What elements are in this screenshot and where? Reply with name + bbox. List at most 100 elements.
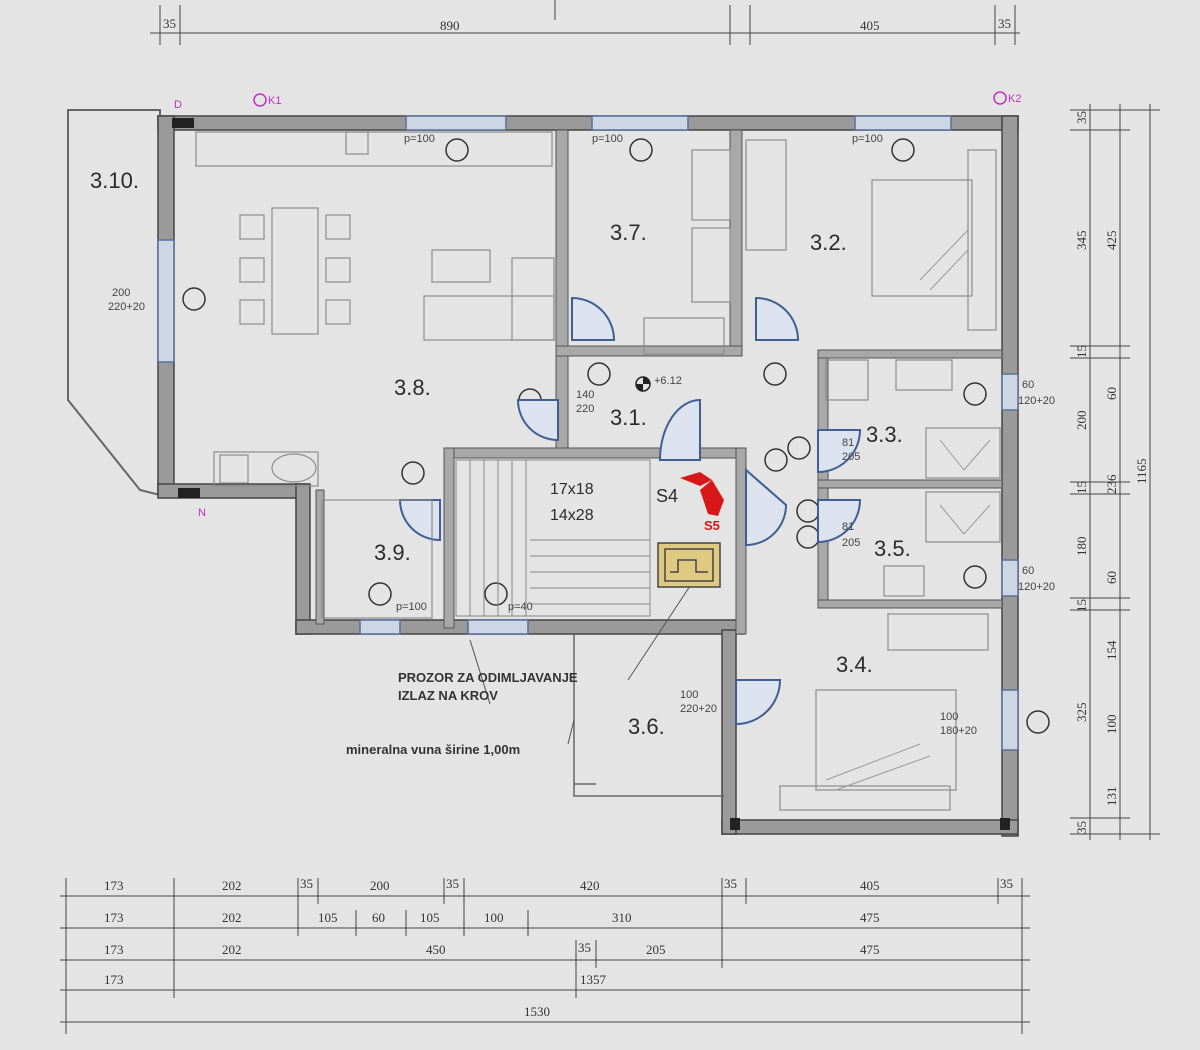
bottom-row2-5: 100 (484, 910, 504, 925)
bottom-row5-0: 1530 (524, 1004, 550, 1019)
right-dim-35b: 35 (1074, 821, 1089, 834)
bottom-row1-3: 200 (370, 878, 390, 893)
bottom-row3-1: 202 (222, 942, 242, 957)
right-dim-154: 154 (1104, 640, 1119, 660)
right-dim-131: 131 (1104, 787, 1119, 807)
note-roof-exit: IZLAZ NA KROV (398, 688, 498, 703)
right-dim-labels: 35 345 15 200 15 180 15 325 35 425 60 23… (1074, 111, 1149, 834)
bottom-row3-5: 475 (860, 942, 880, 957)
note-mineral-wool: mineralna vuna širine 1,00m (346, 742, 520, 757)
bottom-row4-1: 1357 (580, 972, 607, 987)
bottom-row2-0: 173 (104, 910, 124, 925)
opening-100: 100 (680, 689, 698, 701)
top-dimension-line (150, 0, 1020, 45)
bottom-row1-7: 405 (860, 878, 880, 893)
opening-180-20: 180+20 (940, 725, 977, 737)
right-dim-425: 425 (1104, 231, 1119, 251)
interior-walls (315, 129, 1003, 635)
staircase (455, 459, 651, 617)
right-dim-15b: 15 (1074, 481, 1089, 494)
bottom-row1-0: 173 (104, 878, 124, 893)
opening-p40: p=40 (508, 601, 533, 613)
right-dim-345: 345 (1074, 231, 1089, 251)
stairs-line-2: 14x28 (550, 507, 594, 524)
opening-p100-b: p=100 (592, 133, 623, 145)
room-label-3-1: 3.1. (610, 405, 647, 430)
room-label-3-10: 3.10. (90, 168, 139, 193)
room-label-3-6: 3.6. (628, 714, 665, 739)
balcony-outline (67, 109, 161, 497)
windows (157, 115, 1019, 751)
right-dim-15a: 15 (1074, 345, 1089, 358)
bottom-dim-row-1: 173 202 35 200 35 420 35 405 35 (104, 876, 1013, 893)
opening-200: 200 (112, 287, 130, 299)
bottom-dim-row-5: 1530 (524, 1004, 550, 1019)
bottom-row2-3: 60 (372, 910, 385, 925)
bottom-row1-1: 202 (222, 878, 242, 893)
top-dim-890: 890 (440, 18, 460, 33)
right-dim-1165: 1165 (1134, 458, 1149, 484)
bottom-row4-0: 173 (104, 972, 124, 987)
door-205-b: 205 (842, 537, 860, 549)
marker-k2: K2 (1008, 93, 1021, 105)
bottom-row3-4: 205 (646, 942, 666, 957)
opening-100-b: 100 (940, 711, 958, 723)
bottom-dim-row-2: 173 202 105 60 105 100 310 475 (104, 910, 880, 925)
elevation-label: +6.12 (654, 375, 682, 387)
room-36-outline (573, 634, 724, 797)
bottom-row2-2: 105 (318, 910, 338, 925)
room-label-3-7: 3.7. (610, 220, 647, 245)
room-label-3-4: 3.4. (836, 652, 873, 677)
right-dim-236: 236 (1104, 474, 1119, 494)
opening-60-a: 60 (1022, 379, 1034, 391)
opening-120-20-a: 120+20 (1018, 395, 1055, 407)
marker-d: D (174, 99, 182, 111)
right-dim-200: 200 (1074, 411, 1089, 431)
room-label-3-2: 3.2. (810, 230, 847, 255)
corner-posts (172, 118, 1010, 830)
bottom-row3-2: 450 (426, 942, 446, 957)
bottom-row1-6: 35 (724, 876, 737, 891)
door-81-a: 81 (842, 437, 854, 449)
bottom-row1-5: 420 (580, 878, 600, 893)
bottom-row1-4: 35 (446, 876, 459, 891)
top-dim-35b: 35 (998, 16, 1011, 31)
right-dim-100: 100 (1104, 715, 1119, 735)
marker-n: N (198, 507, 206, 519)
bottom-row3-0: 173 (104, 942, 124, 957)
bottom-row1-2: 35 (300, 876, 313, 891)
bottom-dimension-lines (60, 878, 1030, 1034)
bottom-row2-4: 105 (420, 910, 440, 925)
right-dim-60b: 60 (1104, 571, 1119, 584)
opening-220-20: 220+20 (108, 301, 145, 313)
marker-k1: K1 (268, 95, 281, 107)
outer-walls (157, 115, 1019, 837)
right-dim-60a: 60 (1104, 387, 1119, 400)
opening-p100-a: p=100 (404, 133, 435, 145)
opening-p100-d: p=100 (396, 601, 427, 613)
note-smoke-window: PROZOR ZA ODIMLJAVANJE (398, 670, 578, 685)
k1-marker-icon (253, 93, 267, 107)
bed-lines (825, 229, 991, 791)
bottom-dim-row-3: 173 202 450 35 205 475 (104, 940, 880, 957)
fire-marks (680, 472, 724, 516)
bottom-row2-1: 202 (222, 910, 242, 925)
note-leaders (469, 585, 691, 745)
bottom-row2-7: 475 (860, 910, 880, 925)
smoke-window-box (657, 542, 721, 588)
door-swings (398, 296, 862, 726)
bottom-row3-3: 35 (578, 940, 591, 955)
elevation-marker (635, 376, 651, 392)
door-81-b: 81 (842, 521, 854, 533)
label-s5: S5 (704, 518, 720, 533)
right-dim-35a: 35 (1074, 111, 1089, 124)
stairs-line-1: 17x18 (550, 481, 594, 498)
opening-120-20-b: 120+20 (1018, 581, 1055, 593)
k2-marker-icon (993, 91, 1007, 105)
door-205-a: 205 (842, 451, 860, 463)
opening-140: 140 (576, 389, 594, 401)
right-dim-180: 180 (1074, 537, 1089, 557)
smoke-window-frame (664, 548, 714, 582)
bottom-dim-row-4: 173 1357 (104, 972, 607, 987)
